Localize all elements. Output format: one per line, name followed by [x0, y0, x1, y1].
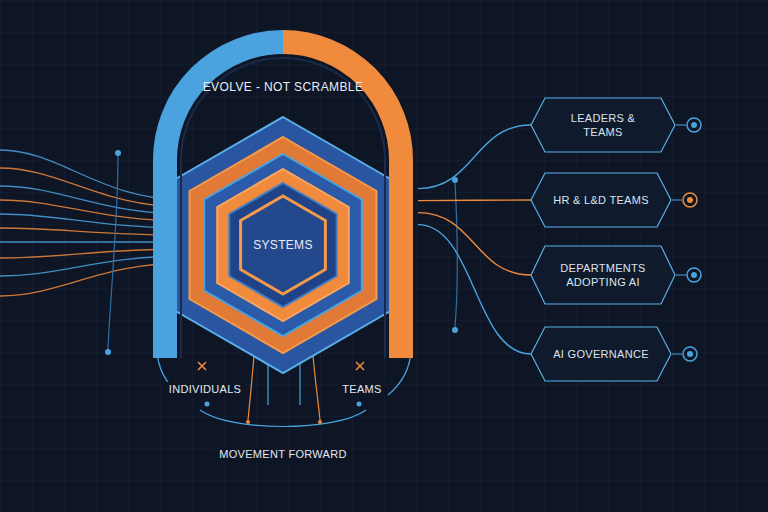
side-label: INDIVIDUALS [165, 382, 245, 396]
end-dot [687, 118, 701, 132]
hexagon-layer [217, 169, 349, 321]
end-lead [672, 200, 682, 201]
box-outline [531, 173, 671, 227]
node-label: SYSTEMS [253, 238, 312, 252]
box-outline [531, 327, 671, 381]
end-dot [683, 347, 697, 361]
node-label: LEADERS & TEAMS [550, 111, 656, 139]
hexagon-layer [172, 117, 394, 373]
hexagon-layer [229, 183, 336, 307]
end-dot-core [691, 122, 697, 128]
node-label: DEPARTMENTS ADOPTING AI [550, 261, 656, 289]
node-outline [530, 97, 676, 153]
end-dot-core [691, 272, 697, 278]
hexagon-layer [190, 137, 377, 353]
box-outline [531, 246, 675, 304]
end-dots [672, 118, 701, 361]
end-dot-core [687, 351, 693, 357]
end-dot [687, 268, 701, 282]
end-lead [676, 275, 686, 276]
footer-label: MOVEMENT FORWARD [215, 447, 350, 461]
connector [418, 213, 531, 275]
connector [418, 125, 531, 189]
end-lead [672, 354, 682, 355]
audience-box: LEADERS & TEAMS [530, 97, 676, 153]
end-dot [683, 193, 697, 207]
connector [418, 199, 531, 201]
core-hexagon-shape [241, 196, 326, 294]
hexagon-layer [204, 154, 362, 336]
core-hexagon: SYSTEMS [233, 195, 333, 295]
end-lead [676, 125, 686, 126]
shield-frame: EVOLVE - NOT SCRAMBLE SYSTEMS [148, 28, 418, 408]
audience-box: DEPARTMENTS ADOPTING AI [530, 245, 676, 305]
end-dot-core [687, 197, 693, 203]
audience-box: AI GOVERNANCE [530, 326, 672, 382]
shield-heading: EVOLVE - NOT SCRAMBLE [148, 80, 418, 94]
arch-inner-edge [181, 58, 385, 358]
connector [418, 225, 531, 354]
box-outline [531, 98, 675, 152]
node-label: AI GOVERNANCE [553, 347, 649, 361]
audience-box: HR & L&D TEAMS [530, 172, 672, 228]
node-outline [530, 245, 676, 305]
node-label: HR & L&D TEAMS [553, 193, 649, 207]
side-label: TEAMS [338, 382, 385, 396]
